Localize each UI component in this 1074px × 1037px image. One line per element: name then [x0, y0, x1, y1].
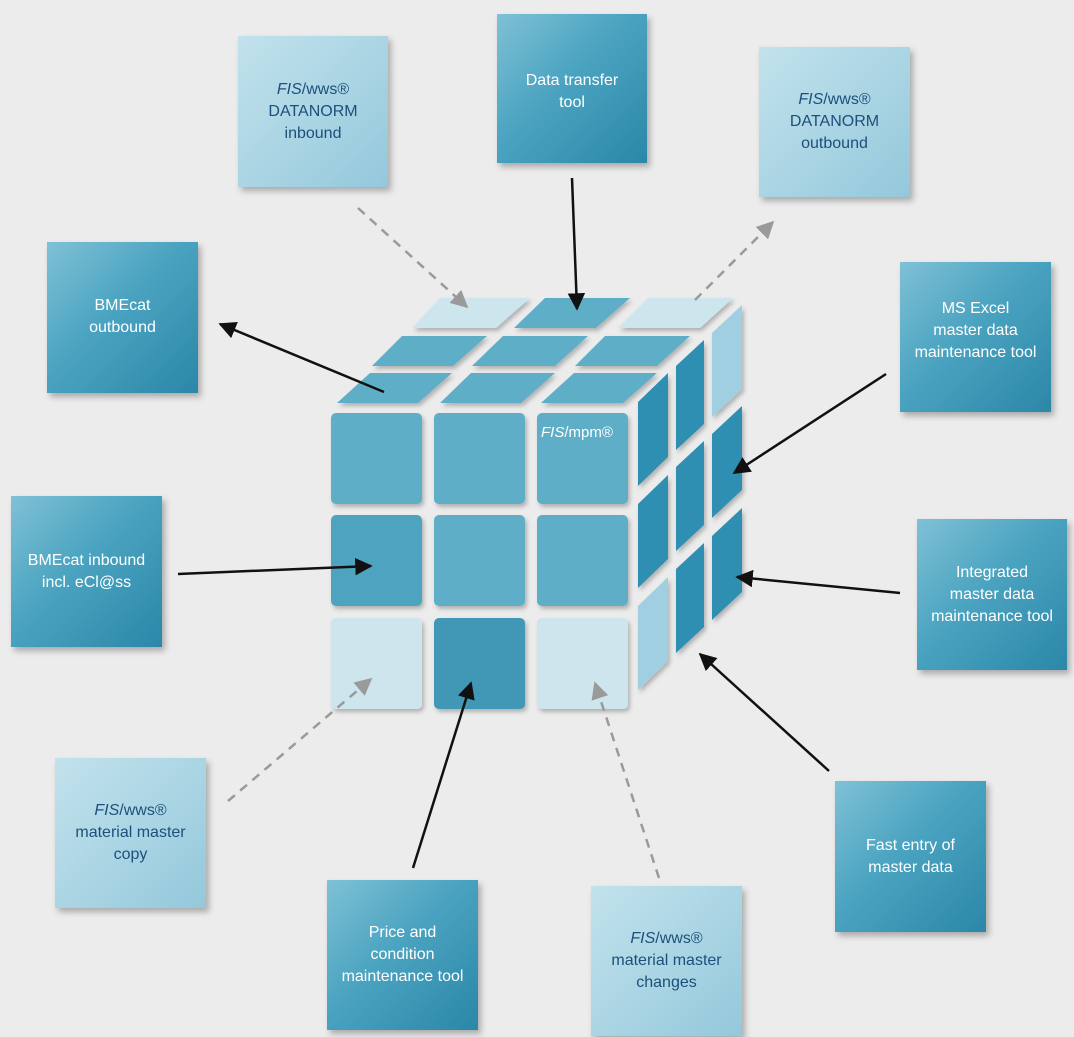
- cube-right-face: [638, 305, 742, 690]
- cube-front-tile: [537, 413, 628, 504]
- cube-side-tile: [676, 441, 704, 551]
- arrow-bmecat-inbound: [177, 557, 373, 576]
- cube-top-tile: [472, 336, 588, 366]
- cube-front-tile: [331, 413, 422, 504]
- cube-front-tile: [434, 618, 525, 709]
- arrow-data-transfer: [567, 177, 586, 311]
- cube-center-label: FIS/mpm®: [541, 424, 613, 441]
- box-price-condition-tool: Price and condition maintenance tool: [327, 880, 478, 1030]
- cube-side-tile: [712, 406, 742, 518]
- arrow-material-changes: [591, 681, 661, 879]
- cube-front-tile: [331, 618, 422, 709]
- cube-front-tile: [537, 515, 628, 606]
- cube-top-tile: [412, 298, 530, 328]
- box-bmecat-inbound: BMEcat inbound incl. eCl@ss: [11, 496, 162, 647]
- cube-top-tile: [618, 298, 733, 328]
- solid-arrows: [177, 177, 901, 869]
- cube-side-tile: [712, 508, 742, 620]
- arrow-fast-entry: [698, 652, 830, 772]
- cube-front-tile: [434, 515, 525, 606]
- cube-front-tile: [434, 413, 525, 504]
- arrow-integrated: [735, 569, 901, 595]
- cube-top-tile: [575, 336, 690, 366]
- arrow-bmecat-outbound: [218, 321, 385, 394]
- box-material-master-changes: FIS/wws® material master changes: [591, 886, 742, 1036]
- dashed-arrows: [227, 207, 775, 879]
- cube-side-tile: [712, 305, 742, 417]
- arrow-ms-excel: [732, 372, 887, 475]
- box-data-transfer-tool: Data transfer tool: [497, 14, 647, 163]
- cube-top-face: [337, 298, 733, 403]
- cube-front-tile: [537, 618, 628, 709]
- arrow-datanorm-inbound: [357, 207, 469, 309]
- box-ms-excel-tool: MS Excel master data maintenance tool: [900, 262, 1051, 412]
- cube-top-tile: [337, 373, 452, 403]
- box-datanorm-inbound: FIS/wws® DATANORM inbound: [238, 36, 388, 187]
- cube-side-tile: [638, 373, 668, 486]
- box-datanorm-outbound: FIS/wws® DATANORM outbound: [759, 47, 910, 197]
- box-material-master-copy: FIS/wws® material master copy: [55, 758, 206, 908]
- box-fast-entry: Fast entry of master data: [835, 781, 986, 932]
- box-integrated-tool: Integrated master data maintenance tool: [917, 519, 1067, 670]
- cube-side-tile: [676, 543, 704, 653]
- cube-side-tile: [638, 475, 668, 588]
- cube-front-face: [331, 413, 628, 709]
- cube-side-tile: [638, 577, 668, 690]
- box-bmecat-outbound: BMEcat outbound: [47, 242, 198, 393]
- cube-top-tile: [514, 298, 630, 328]
- cube-top-tile: [372, 336, 487, 366]
- cube-side-tile: [676, 340, 704, 450]
- cube-top-tile: [440, 373, 555, 403]
- arrow-price-condition: [411, 681, 475, 869]
- cube-top-tile: [541, 373, 657, 403]
- arrow-datanorm-outbound: [694, 220, 775, 301]
- cube-front-tile: [331, 515, 422, 606]
